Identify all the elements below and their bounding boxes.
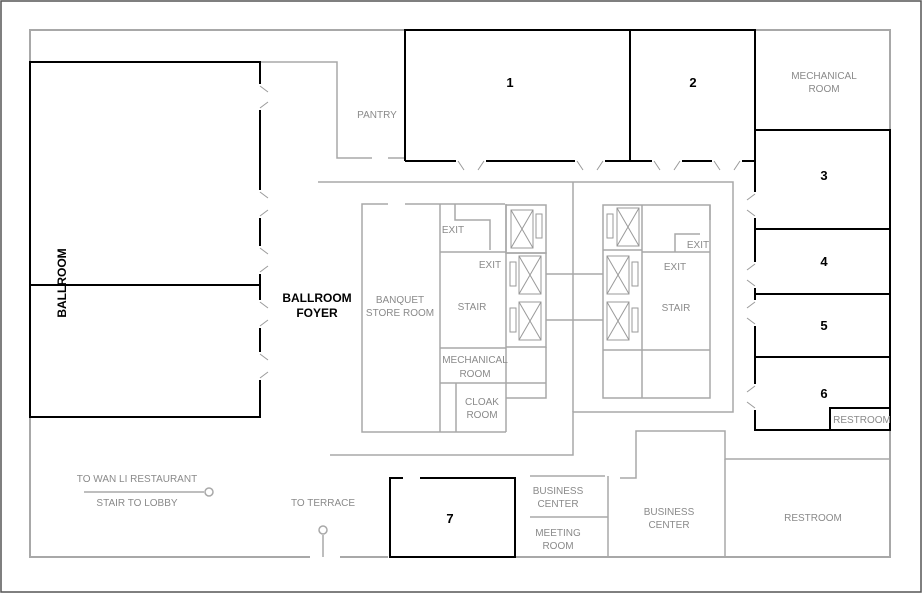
foyer-label-line1: BALLROOM [282,291,351,305]
terrace-label: TO TERRACE [291,498,355,509]
room-5-label: 5 [820,318,827,333]
business-center-big-line2: CENTER [648,520,689,531]
pantry-label: PANTRY [357,110,397,121]
mechanical-room-label-line2: ROOM [808,84,839,95]
room-4-label: 4 [820,254,828,269]
stair-right-label: STAIR [662,303,691,314]
mechanical-center-label-line1: MECHANICAL [442,355,508,366]
mechanical-room-label-line1: MECHANICAL [791,71,857,82]
cloak-room-label-line2: ROOM [466,410,497,421]
restroom-big-label: RESTROOM [784,513,842,524]
exit-label-1: EXIT [442,225,464,236]
core-walls [318,181,734,456]
business-center-big-line1: BUSINESS [644,507,695,518]
room-2-label: 2 [689,75,696,90]
room-7-label: 7 [446,511,453,526]
banquet-label-line1: BANQUET [376,295,424,306]
ballroom-label: BALLROOM [55,248,69,317]
meeting-room-label-line1: MEETING [535,528,581,539]
exit-label-4: EXIT [664,262,686,273]
business-center-small-line2: CENTER [537,499,578,510]
wan-li-restaurant-label: TO WAN LI RESTAURANT [77,474,197,485]
rooms-1-2 [404,29,756,171]
stair-left-label: STAIR [458,302,487,313]
cloak-room-label-line1: CLOAK [465,397,499,408]
room-1-label: 1 [506,75,513,90]
meeting-room-label-line2: ROOM [542,541,573,552]
stair-to-lobby-label: STAIR TO LOBBY [96,498,177,509]
business-center-small-line1: BUSINESS [533,486,584,497]
elevators [509,207,640,341]
exit-label-2: EXIT [479,260,501,271]
room-6-label: 6 [820,386,827,401]
ballroom [29,61,269,418]
exit-label-3: EXIT [687,240,709,251]
mechanical-center-label-line2: ROOM [459,369,490,380]
rooms-3-6 [746,129,891,431]
banquet-label-line2: STORE ROOM [366,308,434,319]
ballroom-doors [258,84,269,380]
pantry-walls [260,61,405,159]
restroom-small-label: RESTROOM [833,415,891,426]
room-3-label: 3 [820,168,827,183]
lower-walls [84,430,890,557]
room-7 [389,477,516,558]
foyer-label-line2: FOYER [296,306,338,320]
